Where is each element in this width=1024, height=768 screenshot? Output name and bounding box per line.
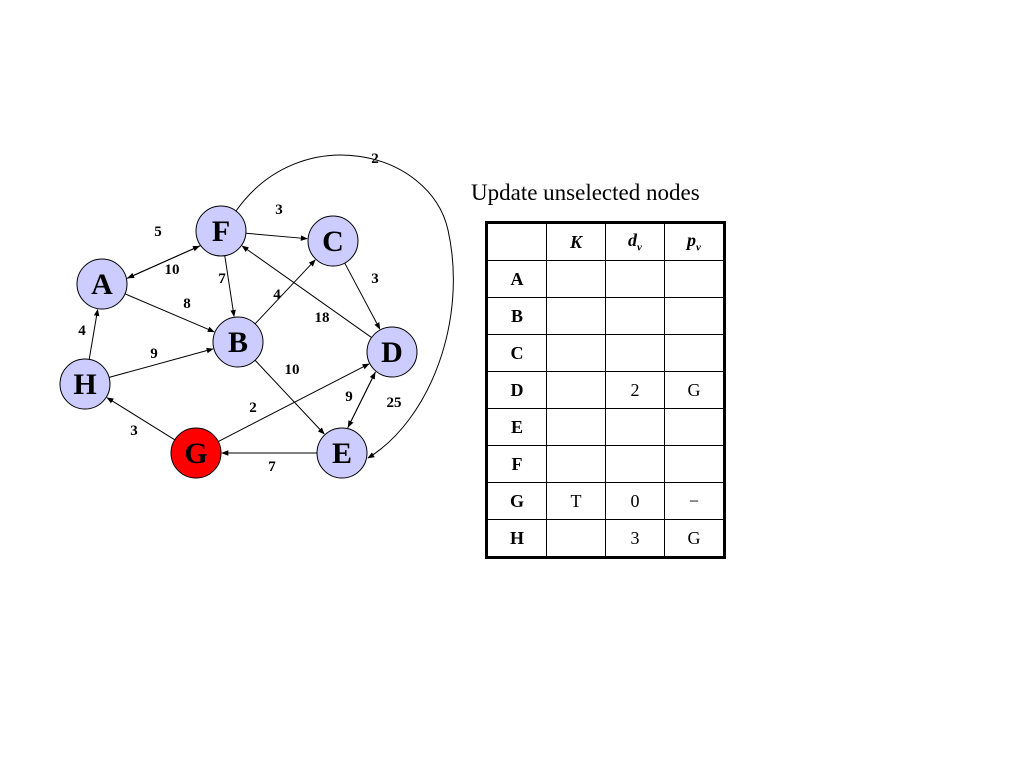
header-d: dv (605, 222, 665, 261)
cell-d (605, 408, 665, 446)
row-node: G (486, 482, 547, 520)
edge-weight-label: 4 (78, 323, 86, 339)
graph-diagram: F C A B D H G E 5 10 3 7 8 4 9 4 3 18 10 2 9 25 3 7 2 (59, 151, 454, 479)
node-label: B (228, 326, 248, 359)
edge-weight-label: 18 (315, 310, 330, 326)
edge-weight-label: 10 (285, 362, 300, 378)
header-corner (486, 222, 547, 261)
cell-p (664, 445, 725, 483)
node-c: C (307, 215, 359, 267)
row-node: D (486, 371, 547, 409)
cell-d (605, 445, 665, 483)
node-label: E (332, 437, 352, 470)
table-header-row: K dv pv (486, 222, 725, 261)
node-label: A (91, 268, 113, 301)
cell-k: T (546, 482, 606, 520)
table-row: B (486, 297, 725, 335)
cell-d: 0 (605, 482, 665, 520)
header-k: K (546, 222, 606, 261)
edge-weight-label: 5 (154, 224, 162, 240)
cell-k (546, 445, 606, 483)
table-row: D 2 G (486, 371, 725, 409)
edge-weight-label: 9 (345, 389, 353, 405)
edge-h-a (88, 308, 100, 360)
edge-b-e (254, 359, 325, 435)
edge-d-e (347, 371, 376, 428)
cell-k (546, 297, 606, 335)
row-node: E (486, 408, 547, 446)
row-node: F (486, 445, 547, 483)
table-row: C (486, 334, 725, 372)
cell-d: 2 (605, 371, 665, 409)
edge-f-c (245, 232, 308, 241)
edge-d-f (241, 245, 372, 338)
table-row: H 3 G (486, 519, 725, 558)
table-title: Update unselected nodes (471, 180, 700, 205)
edge-weight-label: 2 (249, 400, 257, 416)
edge-weight-label: 3 (130, 423, 138, 439)
edge-weight-label: 7 (218, 271, 226, 287)
edge-weight-label: 10 (165, 262, 180, 278)
cell-p: G (664, 519, 725, 558)
table-row: G T 0 − (486, 482, 725, 520)
edge-weight-label: 3 (371, 271, 379, 287)
cell-k (546, 260, 606, 298)
node-b: B (212, 316, 264, 368)
node-label: G (184, 437, 207, 470)
node-h: H (59, 358, 111, 410)
dijkstra-table: K dv pv A B C D 2 G E F G T (485, 221, 726, 559)
edge-f-b (224, 255, 236, 317)
edge-weight-label: 2 (371, 151, 379, 167)
cell-k (546, 519, 606, 558)
cell-p: − (664, 482, 725, 520)
cell-d: 3 (605, 519, 665, 558)
edge-weight-label: 4 (273, 287, 281, 303)
row-node: A (486, 260, 547, 298)
edge-c-d (344, 262, 381, 330)
node-label: D (381, 336, 403, 369)
row-node: H (486, 519, 547, 558)
cell-d (605, 334, 665, 372)
row-node: B (486, 297, 547, 335)
table-row: E (486, 408, 725, 446)
table-row: F (486, 445, 725, 483)
edge-weight-label: 8 (183, 296, 191, 312)
cell-p: G (664, 371, 725, 409)
edge-weight-label: 7 (268, 459, 276, 475)
cell-p (664, 334, 725, 372)
edge-a-b (124, 293, 215, 333)
node-d: D (366, 326, 418, 378)
row-node: C (486, 334, 547, 372)
cell-p (664, 297, 725, 335)
edge-g-h (106, 397, 176, 441)
node-label: F (212, 215, 230, 248)
edge-weight-label: 25 (387, 395, 402, 411)
cell-p (664, 260, 725, 298)
cell-k (546, 408, 606, 446)
cell-k (546, 371, 606, 409)
edge-g-d (217, 363, 370, 442)
edge-weight-label: 3 (275, 202, 283, 218)
node-label: H (73, 368, 96, 401)
node-f: F (195, 205, 247, 257)
header-p: pv (664, 222, 725, 261)
edge-f-e (235, 154, 454, 459)
node-label: C (322, 225, 344, 258)
table-row: A (486, 260, 725, 298)
edge-b-c (254, 259, 316, 325)
cell-p (664, 408, 725, 446)
node-e: E (316, 427, 368, 479)
node-g: G (170, 427, 222, 479)
edge-weight-label: 9 (150, 346, 158, 362)
edge-h-b (108, 347, 214, 378)
edge-a-f (126, 245, 200, 279)
cell-d (605, 297, 665, 335)
node-a: A (76, 258, 128, 310)
cell-d (605, 260, 665, 298)
cell-k (546, 334, 606, 372)
